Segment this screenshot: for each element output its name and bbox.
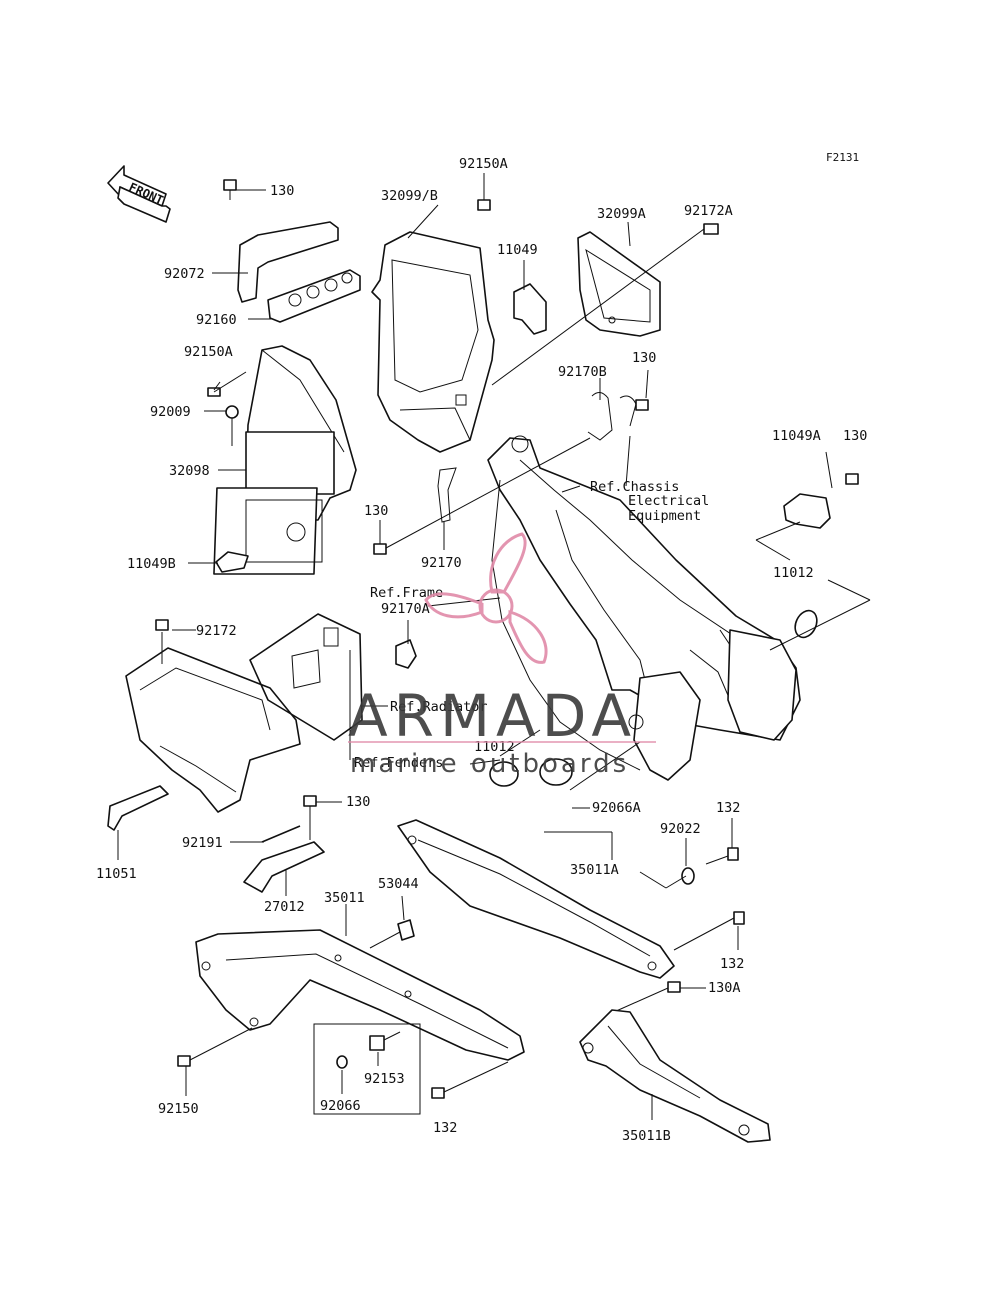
side-cover-32099A bbox=[577, 231, 661, 337]
figure-code: F2131 bbox=[826, 151, 859, 164]
bolt-icon bbox=[673, 911, 745, 951]
cap-92066A bbox=[539, 758, 573, 786]
clamp-92170 bbox=[437, 467, 457, 523]
bolt-icon bbox=[303, 795, 317, 807]
footrest-bracket-35011A bbox=[397, 819, 675, 979]
washer-92022 bbox=[681, 867, 695, 885]
part-label: 92072 bbox=[164, 266, 205, 282]
part-label: 130 bbox=[843, 428, 867, 444]
part-label: 130 bbox=[632, 350, 656, 366]
part-label: 92009 bbox=[150, 404, 191, 420]
bolt-icon bbox=[373, 543, 387, 555]
bolt-icon bbox=[477, 182, 491, 211]
part-label: 92066 bbox=[320, 1098, 361, 1114]
part-label: 11049A bbox=[772, 428, 821, 444]
part-label: 35011A bbox=[570, 862, 619, 878]
bracket-27012 bbox=[243, 841, 325, 893]
ref-note: Ref.Frame bbox=[370, 585, 443, 601]
part-label: 92170A bbox=[381, 601, 430, 617]
clamp-92170A bbox=[395, 639, 417, 669]
part-label: 11049B bbox=[127, 556, 176, 572]
under-tray bbox=[125, 647, 301, 813]
clip-11049B bbox=[215, 551, 249, 573]
bolt-icon bbox=[705, 847, 739, 865]
part-label: 92066A bbox=[592, 800, 641, 816]
part-label: 11049 bbox=[497, 242, 538, 258]
ref-note: Equipment bbox=[628, 508, 701, 524]
part-label: 92150A bbox=[184, 344, 233, 360]
bolt-icon bbox=[155, 619, 169, 631]
footrest-bracket-35011 bbox=[195, 929, 525, 1061]
ref-note: Ref.Fenders bbox=[354, 755, 443, 771]
part-label: 92172 bbox=[196, 623, 237, 639]
line-art bbox=[107, 179, 859, 1143]
bolt-icon bbox=[431, 1061, 509, 1099]
part-label: 27012 bbox=[264, 899, 305, 915]
front-arrow-icon: FRONT bbox=[107, 165, 171, 223]
ref-note: Electrical bbox=[628, 493, 709, 509]
part-label: 32099/B bbox=[381, 188, 438, 204]
part-label: 92170 bbox=[421, 555, 462, 571]
part-label: 132 bbox=[716, 800, 740, 816]
part-label: 92153 bbox=[364, 1071, 405, 1087]
grommet-11012 bbox=[794, 609, 818, 639]
bracket-11049 bbox=[513, 283, 547, 335]
bolt-icon bbox=[369, 1031, 401, 1051]
bolt-icon bbox=[845, 473, 859, 485]
cap-92066 bbox=[336, 1055, 348, 1069]
ref-note: Ref.Radiator bbox=[390, 699, 488, 715]
part-label: 32099A bbox=[597, 206, 646, 222]
part-label: 132 bbox=[433, 1120, 457, 1136]
screw-icon bbox=[225, 405, 239, 419]
damper-92160 bbox=[267, 269, 361, 323]
watermark-brand: ARMADA bbox=[348, 682, 637, 750]
bracket-11049A bbox=[783, 493, 831, 529]
reference-notes: Ref.Chassis Electrical Equipment Ref.Fra… bbox=[354, 479, 709, 771]
bracket-92072 bbox=[237, 221, 339, 303]
pin-92191 bbox=[261, 825, 301, 843]
watermark: ARMADA marine outboards bbox=[348, 532, 656, 779]
part-label: 92150A bbox=[459, 156, 508, 172]
part-label: 130 bbox=[270, 183, 294, 199]
bolt-icon bbox=[223, 179, 237, 200]
footrest-bracket-35011B bbox=[579, 1009, 771, 1143]
leader-lines bbox=[117, 173, 871, 1120]
part-labels: 92150A 130 32099/B 32099A 92172A 92072 1… bbox=[96, 156, 867, 1144]
part-label: 92022 bbox=[660, 821, 701, 837]
part-label: 92170B bbox=[558, 364, 607, 380]
inset-box bbox=[313, 1023, 421, 1115]
screw-icon bbox=[491, 223, 719, 386]
bracket-11051 bbox=[107, 785, 169, 831]
watermark-tagline: marine outboards bbox=[350, 749, 629, 779]
part-label: 130A bbox=[708, 980, 741, 996]
propeller-logo-icon bbox=[424, 532, 548, 664]
part-label: 35011 bbox=[324, 890, 365, 906]
main-frame bbox=[487, 435, 801, 781]
part-label: 35011B bbox=[622, 1128, 671, 1144]
side-cover-32099B bbox=[371, 231, 495, 453]
part-label: 32098 bbox=[169, 463, 210, 479]
part-label: 130 bbox=[364, 503, 388, 519]
part-label: 53044 bbox=[378, 876, 419, 892]
part-label: 92160 bbox=[196, 312, 237, 328]
cap-11012 bbox=[489, 761, 519, 787]
part-label: 92172A bbox=[684, 203, 733, 219]
part-label: 11012 bbox=[773, 565, 814, 581]
bolt-icon bbox=[177, 1027, 253, 1067]
part-label: 11012 bbox=[474, 739, 515, 755]
part-label: 92191 bbox=[182, 835, 223, 851]
ref-note: Ref.Chassis bbox=[590, 479, 679, 495]
bolt-icon bbox=[613, 981, 681, 1013]
part-label: 92150 bbox=[158, 1101, 199, 1117]
part-label: 11051 bbox=[96, 866, 137, 882]
part-label: 132 bbox=[720, 956, 744, 972]
rubber-53044 bbox=[397, 919, 415, 941]
part-label: 130 bbox=[346, 794, 370, 810]
